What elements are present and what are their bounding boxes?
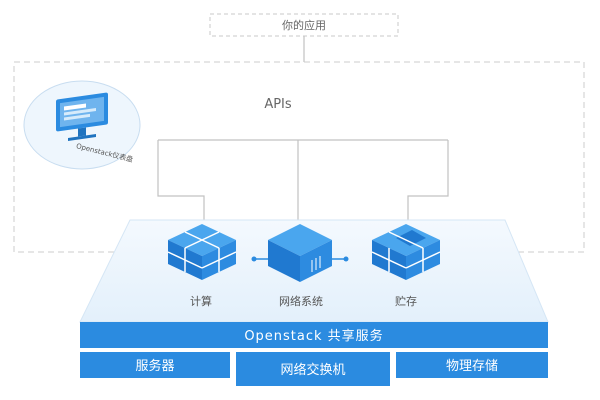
switches-label: 网络交换机	[280, 362, 345, 378]
service-label-storage: 贮存	[395, 294, 417, 308]
app-label: 你的应用	[282, 18, 326, 32]
service-label-network: 网络系统	[279, 294, 323, 308]
shared-services-label: Openstack 共享服务	[244, 328, 383, 344]
apis-label: APIs	[264, 97, 292, 112]
api-connector-lines	[157, 139, 449, 220]
compute-cube-icon	[167, 224, 237, 280]
dashboard-node: Openstack仪表盘	[23, 80, 141, 170]
switches-box	[236, 352, 390, 386]
servers-label: 服务器	[135, 358, 174, 374]
monitor-icon	[56, 92, 108, 141]
service-label-compute: 计算	[190, 294, 212, 308]
network-cube-icon	[251, 224, 349, 282]
storage-cube-icon	[371, 224, 441, 280]
servers-box	[80, 352, 230, 378]
app-box: 你的应用	[209, 13, 399, 37]
shared-services-band	[80, 322, 548, 348]
physical-storage-label: 物理存储	[446, 359, 498, 374]
physical-storage-box	[396, 352, 548, 378]
